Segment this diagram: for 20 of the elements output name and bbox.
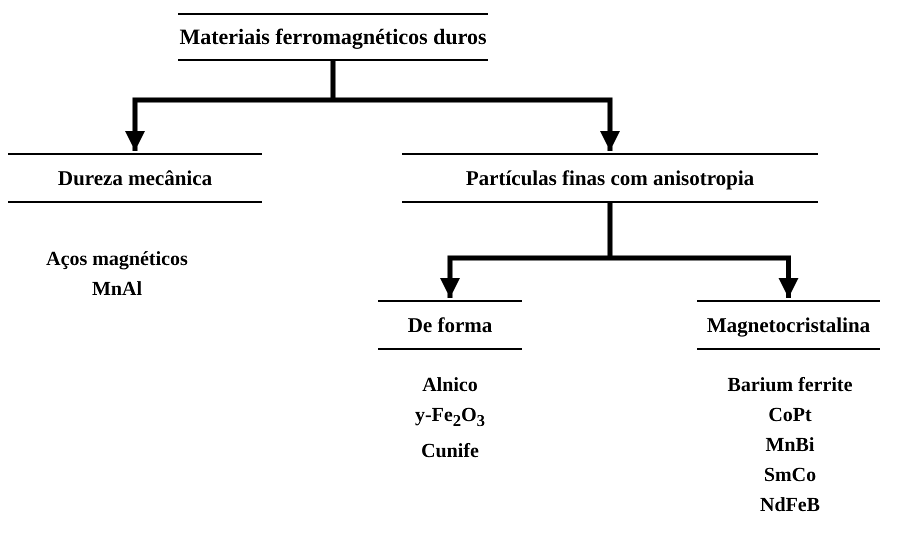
material-name: MnAl (91, 277, 143, 302)
material-name: CoPt (767, 403, 813, 428)
material-name: Alnico (421, 373, 479, 398)
heading-text: Materiais ferromagnéticos duros (179, 24, 487, 50)
heading-with-rules (8, 153, 262, 203)
heading-with-rules (697, 300, 880, 350)
heading-with-rules (402, 153, 818, 203)
material-name: SmCo (762, 463, 818, 488)
material-name: NdFeB (759, 493, 821, 518)
material-name: y-Fe$_{2}$O$_{3}$ (414, 403, 486, 432)
material-name: Barium ferrite (726, 373, 854, 398)
heading-text: Partículas finas com anisotropia (466, 166, 754, 190)
heading-with-rules (378, 300, 522, 350)
heading-text: De forma (408, 312, 492, 338)
material-name: Aços magnéticos (45, 247, 189, 272)
material-name: MnBi (764, 433, 816, 458)
material-name: Cunife (420, 439, 480, 464)
heading-text: Dureza mecânica (58, 166, 212, 190)
heading-text: Magnetocristalina (706, 312, 870, 338)
heading-with-rules (178, 13, 488, 61)
